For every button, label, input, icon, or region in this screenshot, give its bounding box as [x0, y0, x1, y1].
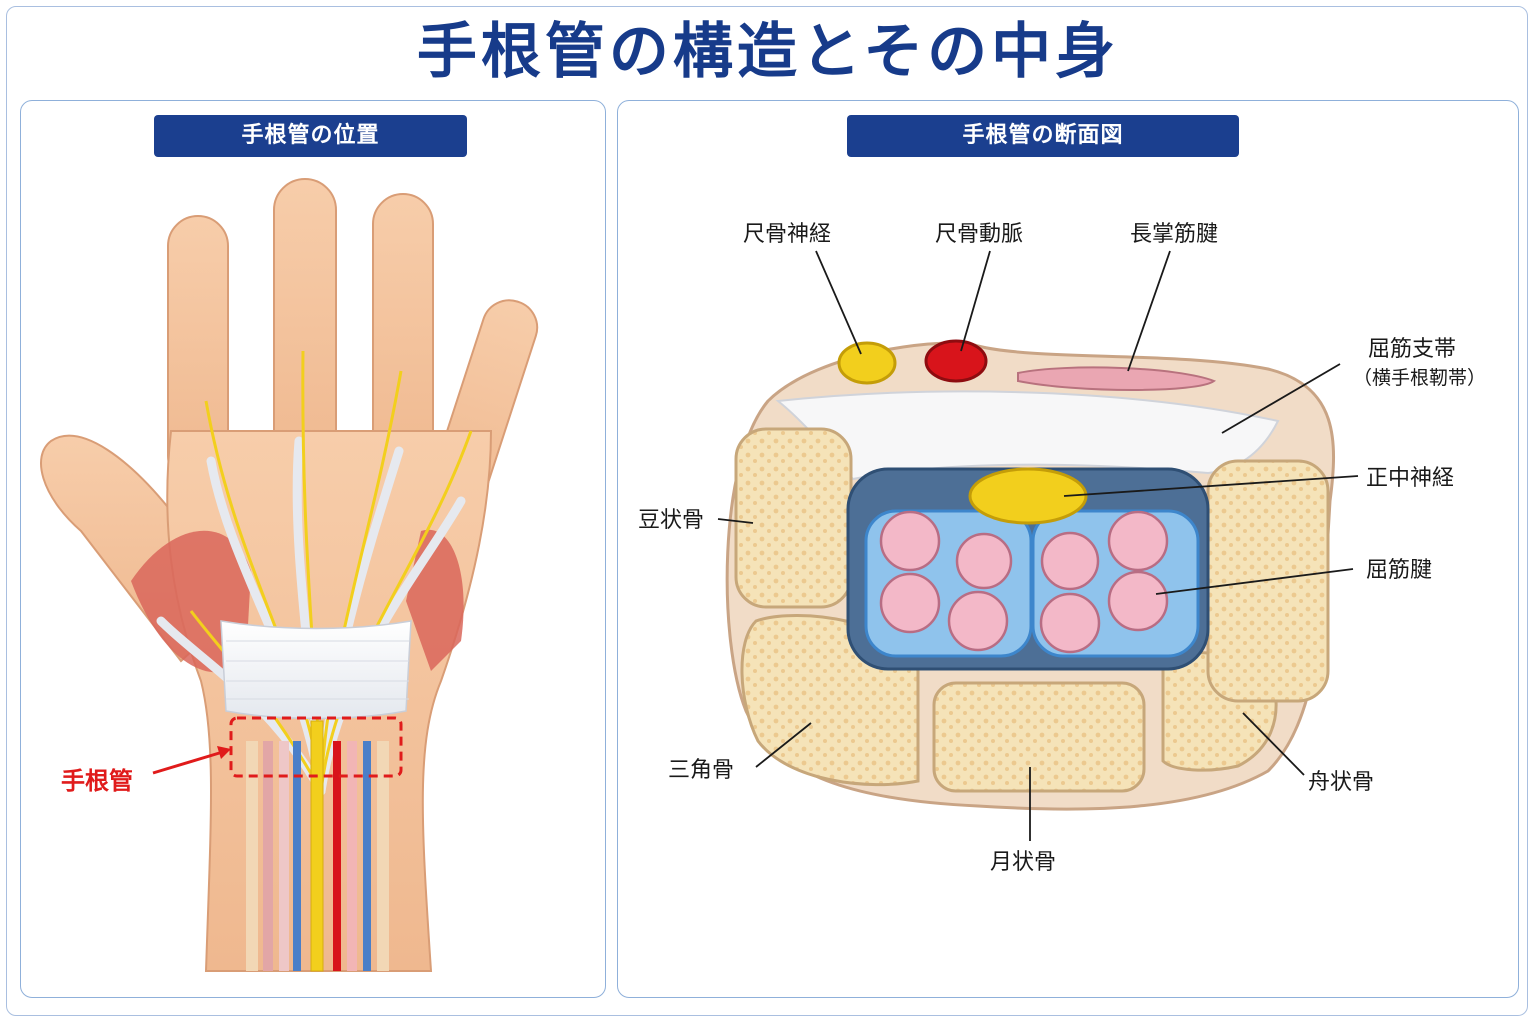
flexor-tendon [879, 572, 941, 634]
ulnar-nerve-label: 尺骨神経 [743, 222, 831, 247]
flexor-tendon [955, 532, 1013, 590]
ulnar-artery [924, 339, 988, 383]
flexor-tendon [1040, 531, 1100, 591]
flexor-retinaculum-label: 屈筋支帯 [1368, 337, 1456, 362]
page-title: 手根管の構造とその中身 [416, 17, 1120, 87]
palmaris-longus-tendon [1017, 366, 1217, 391]
thenar-muscle [131, 530, 251, 673]
scaphoid-bone [1161, 459, 1330, 772]
cross-section-header: 手根管の断面図 [847, 115, 1239, 157]
pisiform-bone [734, 427, 853, 609]
median-nerve-label: 正中神経 [1366, 466, 1454, 491]
cross-section-panel: 手根管の断面図 [617, 100, 1519, 998]
pisiform-label: 豆状骨 [638, 508, 704, 533]
flexor-tendon-group [879, 510, 1169, 654]
flexor-tendon [1107, 570, 1169, 632]
scaphoid-label: 舟状骨 [1308, 770, 1374, 795]
palm-illustration: 手根管 [40, 178, 539, 972]
flexor-tendon [879, 510, 941, 572]
hand-location-header: 手根管の位置 [154, 115, 467, 157]
ulnar-nerve [837, 341, 897, 385]
flexor-tendon [1107, 510, 1169, 572]
outer-frame [6, 6, 1528, 1016]
ulnar-artery-label: 尺骨動脈 [935, 222, 1023, 247]
flexor-retinaculum-alt-label: （横手根靭帯） [1353, 367, 1486, 389]
palmaris-longus-label: 長掌筋腱 [1130, 222, 1218, 247]
lunate-label: 月状骨 [990, 850, 1056, 875]
carpal-tunnel-highlight [229, 716, 403, 778]
triquetrum-label: 三角骨 [668, 758, 734, 783]
flexor-retinaculum-band [220, 620, 412, 720]
flexor-tendon [1039, 592, 1101, 654]
label-leader-lines [717, 250, 1359, 841]
carpal-tunnel-label: 手根管 [61, 767, 133, 795]
lunate-bone [932, 681, 1146, 793]
cross-section-illustration: 尺骨神経 尺骨動脈 長掌筋腱 屈筋支帯 （横手根靭帯） 正中神経 屈筋腱 豆状骨… [638, 222, 1486, 875]
hand-location-panel: 手根管の位置 [20, 100, 606, 998]
forearm-structures [246, 720, 389, 972]
hand-silhouette [40, 178, 539, 972]
carpal-tunnel-arrow [152, 746, 231, 775]
median-nerve [968, 467, 1088, 525]
flexor-tendon [947, 590, 1009, 652]
flexor-tendons-label: 屈筋腱 [1366, 558, 1432, 583]
